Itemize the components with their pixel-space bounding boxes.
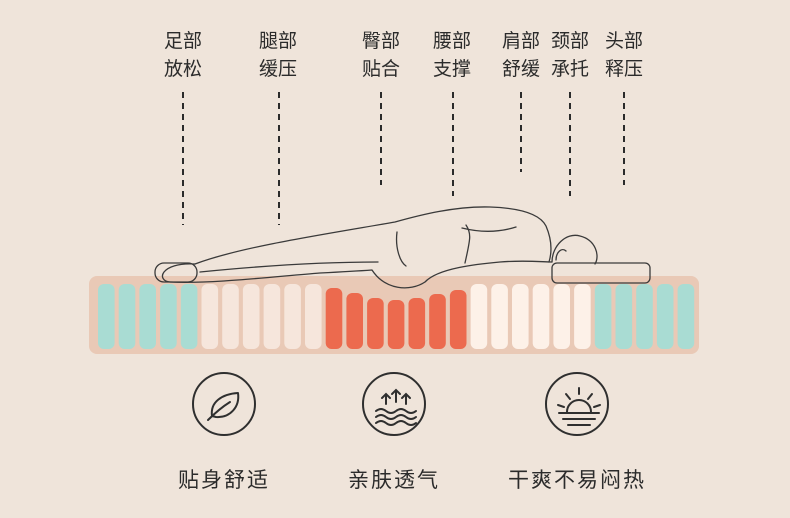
spring-coil-mint — [118, 284, 136, 349]
spring-coil-mint — [594, 284, 612, 349]
spring-coil-mint — [636, 284, 653, 349]
zone-label-legs: 腿部缓压 — [258, 30, 297, 80]
sleeping-body-outline — [154, 206, 651, 289]
spring-coil-cream — [263, 284, 281, 349]
leaf-icon — [207, 392, 240, 421]
spring-coil-coral — [325, 288, 343, 349]
spring-coil-coral — [449, 290, 467, 349]
zone-label-head: 头部释压 — [604, 30, 643, 80]
spring-coil-white — [553, 284, 570, 349]
zone-label-hips: 臀部贴合 — [361, 30, 400, 80]
spring-coil-cream — [305, 284, 322, 349]
zone-dividers — [182, 92, 625, 225]
spring-coil-mint — [160, 284, 177, 349]
feature-comfort: 贴身舒适 — [124, 372, 324, 494]
spring-coil-white — [532, 284, 550, 349]
spring-coil-coral — [429, 294, 446, 349]
spring-coil-coral — [367, 298, 384, 349]
spring-coil-mint — [139, 284, 156, 349]
spring-coil-mint — [656, 284, 674, 349]
breathable-waves-icon — [375, 388, 417, 426]
spring-coil-mint — [615, 284, 633, 349]
spring-coil-cream — [222, 284, 239, 349]
spring-coil-cream — [201, 284, 219, 349]
feature-label: 贴身舒适 — [178, 468, 270, 492]
feature-label: 亲肤透气 — [348, 468, 440, 492]
spring-coil-coral — [408, 298, 426, 349]
zone-label-neck: 颈部承托 — [550, 30, 589, 80]
zone-label-feet: 足部放松 — [163, 30, 202, 80]
spring-coil-coral — [346, 293, 363, 349]
spring-coil-mint — [180, 284, 198, 349]
spring-coil-coral — [387, 300, 405, 349]
sunrise-icon-circle — [545, 372, 609, 436]
feature-dry: 干爽不易闷热 — [477, 372, 677, 494]
zone-label-waist: 腰部支撑 — [432, 30, 471, 80]
spring-coil-white — [512, 284, 529, 349]
spring-coil-cream — [284, 284, 301, 349]
feature-label: 干爽不易闷热 — [508, 468, 646, 492]
spring-coil-white — [470, 284, 488, 349]
leaf-icon-circle — [192, 372, 256, 436]
spring-coil-white — [574, 284, 591, 349]
spring-coil-mint — [98, 284, 115, 349]
spring-coil-mint — [677, 284, 695, 349]
feature-breathable: 亲肤透气 — [294, 372, 494, 494]
spring-row — [98, 284, 695, 349]
spring-coil-cream — [242, 284, 260, 349]
sunrise-icon — [557, 387, 601, 426]
breathable-icon-circle — [362, 372, 426, 436]
spring-coil-white — [491, 284, 508, 349]
zone-label-shoulders: 肩部舒缓 — [501, 30, 540, 80]
